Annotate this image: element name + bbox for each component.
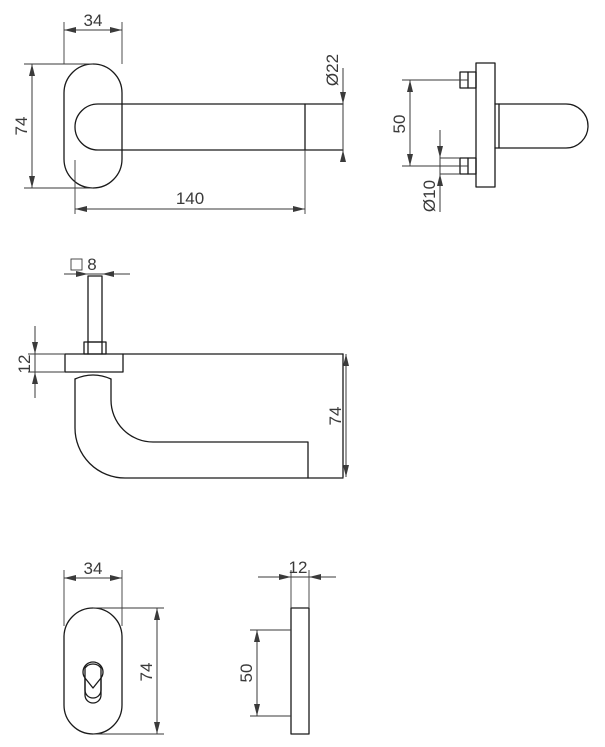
square-spindle bbox=[87, 275, 103, 343]
spindle-collar bbox=[83, 341, 107, 355]
cylinder-cutout bbox=[84, 663, 102, 704]
dim-escutcheon-width: 34 bbox=[84, 559, 103, 578]
rose-plate bbox=[475, 62, 496, 188]
square-symbol-icon bbox=[70, 258, 83, 271]
escutcheon-plate bbox=[63, 607, 123, 735]
dim-escutcheon-height: 74 bbox=[137, 663, 156, 682]
keyhole-upper bbox=[82, 661, 104, 689]
rose-side bbox=[64, 353, 124, 373]
escutcheon-side: 12 50 bbox=[237, 558, 336, 735]
dim-spindle-spacing: 50 bbox=[390, 115, 409, 134]
end-view: 50 Ø10 bbox=[390, 62, 589, 212]
escutcheon-side-plate bbox=[290, 607, 310, 735]
dim-top-height: 74 bbox=[12, 117, 31, 136]
side-view: 8 12 74 bbox=[15, 255, 349, 479]
dim-top-rose-width: 34 bbox=[84, 11, 103, 30]
dim-lever-diameter: Ø22 bbox=[323, 54, 342, 86]
lever-neck bbox=[74, 374, 112, 380]
dim-spindle-diameter: Ø10 bbox=[420, 180, 439, 212]
top-view: 34 74 Ø22 140 bbox=[12, 11, 346, 214]
lever-inner-curve bbox=[110, 378, 309, 479]
dim-lever-length: 140 bbox=[176, 189, 204, 208]
dim-escutcheon-spacing: 50 bbox=[237, 664, 256, 683]
dim-side-height: 74 bbox=[326, 407, 345, 426]
oval-rose bbox=[63, 63, 123, 189]
lever-outer-curve bbox=[74, 378, 344, 479]
dim-square-spindle: 8 bbox=[87, 255, 96, 274]
dim-escutcheon-thickness: 12 bbox=[289, 558, 308, 577]
dim-rose-thickness: 12 bbox=[15, 355, 34, 374]
lever-body bbox=[74, 103, 306, 151]
lever-stub bbox=[494, 103, 589, 149]
escutcheon-front: 34 74 bbox=[63, 559, 164, 735]
